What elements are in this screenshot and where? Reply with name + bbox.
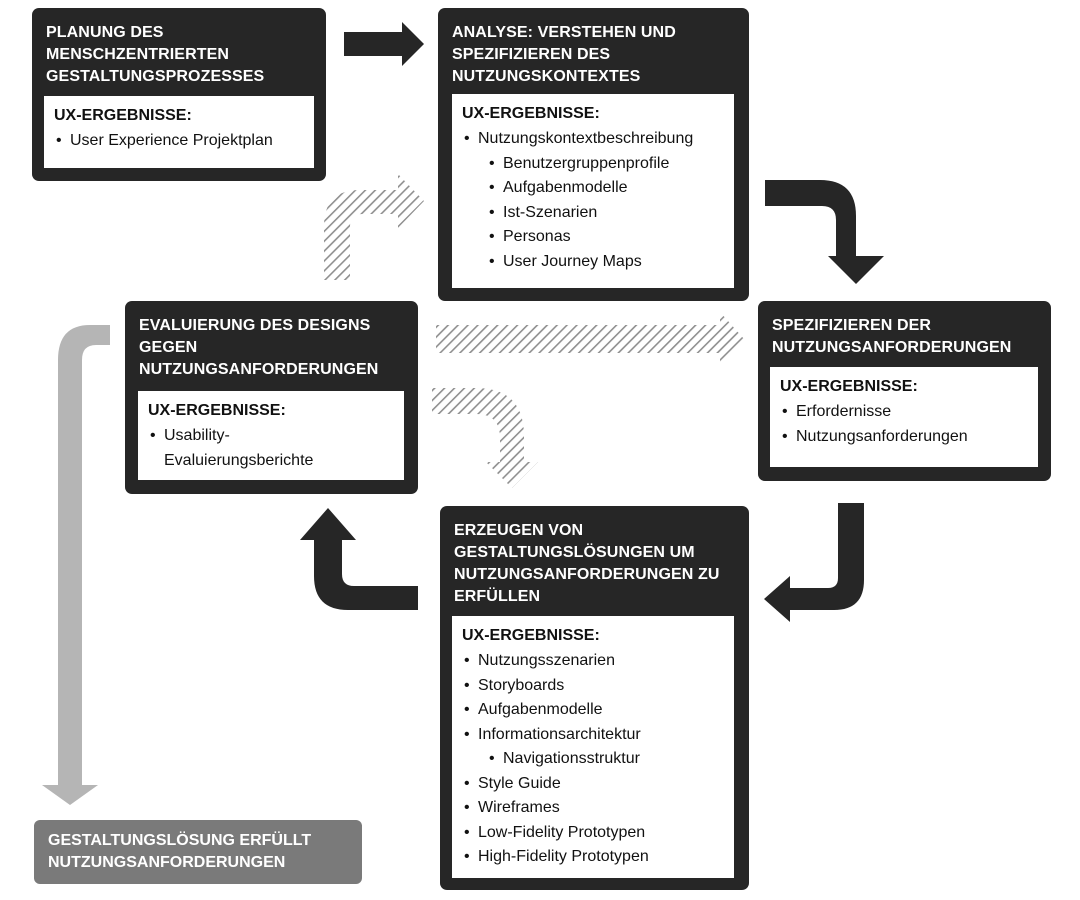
spezifizieren-to-erzeugen-arrow xyxy=(764,503,864,622)
requirements-results-panel: UX-ERGEBNISSE: •Erfordernisse •Nutzungsa… xyxy=(770,367,1038,467)
list-item: •Wireframes xyxy=(464,799,560,816)
list-item: •Aufgabenmodelle xyxy=(464,701,603,718)
final-outcome-box: GESTALTUNGSLÖSUNG ERFÜLLT NUTZUNGSANFORD… xyxy=(34,820,362,884)
list-item-continuation: Evaluierungsberichte xyxy=(164,451,314,469)
list-item: •Ist-Szenarien xyxy=(489,203,598,221)
analyse-to-spezifizieren-arrow xyxy=(765,180,884,284)
requirements-results-heading: UX-ERGEBNISSE: xyxy=(780,378,918,395)
analysis-box: ANALYSE: VERSTEHEN UND SPEZIFIZIEREN DES… xyxy=(438,8,749,301)
design-solutions-title: ERZEUGEN VON GESTALTUNGSLÖSUNGEN UM NUTZ… xyxy=(454,522,720,605)
evaluation-title: EVALUIERUNG DES DESIGNS GEGEN NUTZUNGSAN… xyxy=(139,317,379,378)
list-item: •Style Guide xyxy=(464,774,561,792)
analysis-title: ANALYSE: VERSTEHEN UND SPEZIFIZIEREN DES… xyxy=(452,24,676,85)
requirements-box: SPEZIFIZIEREN DER NUTZUNGSANFORDERUNGEN … xyxy=(758,301,1051,481)
list-item: •Informationsarchitektur xyxy=(464,725,641,743)
evaluation-box: EVALUIERUNG DES DESIGNS GEGEN NUTZUNGSAN… xyxy=(125,301,418,494)
list-item: •Navigationsstruktur xyxy=(489,750,640,767)
list-item: •High-Fidelity Prototypen xyxy=(464,848,649,865)
list-item: •Usability- xyxy=(150,427,230,444)
analysis-results-panel: UX-ERGEBNISSE: •Nutzungskontextbeschreib… xyxy=(452,94,734,288)
list-item: •Storyboards xyxy=(464,676,565,694)
list-item: •Nutzungsanforderungen xyxy=(782,427,968,445)
evaluation-results-panel: UX-ERGEBNISSE: •Usability- Evaluierungsb… xyxy=(138,391,404,480)
planning-box: PLANUNG DES MENSCHZENTRIERTEN GESTALTUNG… xyxy=(32,8,326,181)
list-item: •Personas xyxy=(489,228,571,245)
planning-results-heading: UX-ERGEBNISSE: xyxy=(54,107,192,124)
design-solutions-results-heading: UX-ERGEBNISSE: xyxy=(462,627,600,644)
planning-title: PLANUNG DES MENSCHZENTRIERTEN GESTALTUNG… xyxy=(46,24,265,85)
evaluierung-to-spezifizieren-hatched-arrow xyxy=(436,312,744,366)
erzeugen-to-evaluierung-arrow xyxy=(300,508,418,610)
analysis-results-heading: UX-ERGEBNISSE: xyxy=(462,105,600,122)
list-item: •Low-Fidelity Prototypen xyxy=(464,823,646,841)
evaluierung-to-erzeugen-hatched-arrow xyxy=(432,388,538,488)
list-item: •Nutzungskontextbeschreibung xyxy=(464,130,694,147)
requirements-title: SPEZIFIZIEREN DER NUTZUNGSANFORDERUNGEN xyxy=(772,317,1012,356)
planning-results-panel: UX-ERGEBNISSE: •User Experience Projektp… xyxy=(44,96,314,168)
planung-to-analyse-arrow xyxy=(344,22,424,66)
list-item: •User Journey Maps xyxy=(489,252,642,270)
evaluation-results-heading: UX-ERGEBNISSE: xyxy=(148,402,286,419)
return-to-final-arrow xyxy=(42,325,110,805)
list-item: •Erfordernisse xyxy=(782,403,892,420)
list-item: •Aufgabenmodelle xyxy=(489,179,628,196)
design-solutions-box: ERZEUGEN VON GESTALTUNGSLÖSUNGEN UM NUTZ… xyxy=(440,506,749,890)
design-solutions-results-panel: UX-ERGEBNISSE: •Nutzungsszenarien •Story… xyxy=(452,616,734,878)
list-item: •User Experience Projektplan xyxy=(56,132,273,149)
list-item: •Benutzergruppenprofile xyxy=(489,154,670,172)
evaluierung-to-analyse-hatched-arrow xyxy=(324,174,424,280)
list-item: •Nutzungsszenarien xyxy=(464,652,615,669)
